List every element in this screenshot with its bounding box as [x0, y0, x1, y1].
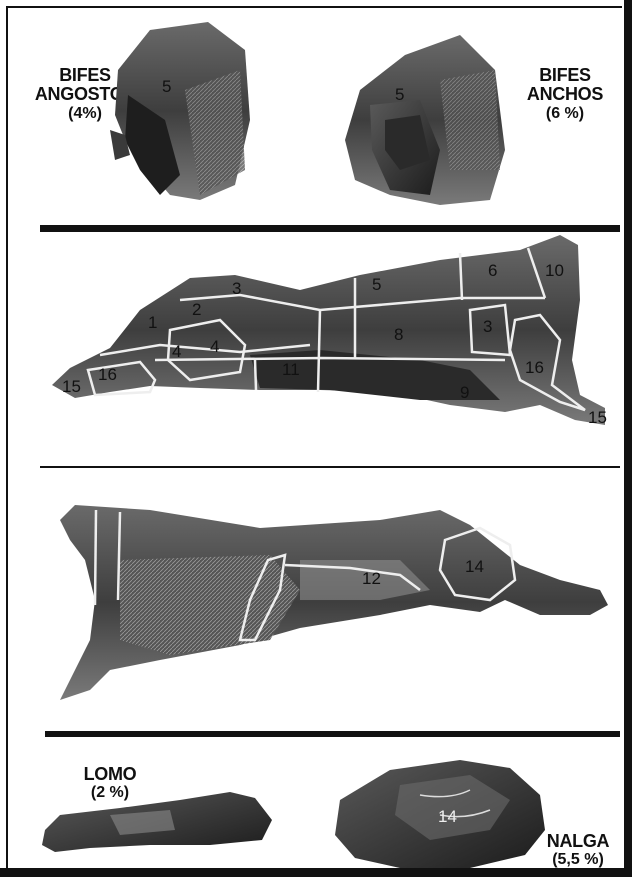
lomo-image	[42, 792, 272, 852]
bifes-angostos-image	[110, 22, 250, 200]
cut-number-nalga: 14	[438, 807, 457, 826]
carcass-side-image	[52, 235, 605, 425]
cut-number-side-9: 8	[394, 325, 403, 344]
cut-number-side-0: 15	[62, 377, 81, 396]
cut-number-side-12: 9	[460, 383, 469, 402]
cut-number-side-10: 3	[483, 317, 492, 336]
cut-number-side-2: 1	[148, 313, 157, 332]
cut-number-side-5: 3	[232, 279, 241, 298]
cut-number-side-4: 4	[172, 342, 181, 361]
cut-number-side-8: 10	[545, 261, 564, 280]
cut-number-inner-12: 12	[362, 569, 381, 588]
cut-number-side-15: 4	[210, 337, 219, 356]
cut-number-side-1: 16	[98, 365, 117, 384]
cut-number-side-13: 15	[588, 408, 607, 427]
cut-number-side-11: 16	[525, 358, 544, 377]
cut-number-bifes-angostos: 5	[162, 77, 171, 96]
cut-number-side-7: 6	[488, 261, 497, 280]
cut-number-side-14: 11	[282, 360, 300, 379]
cut-number-side-6: 5	[372, 275, 381, 294]
carcass-inner-image	[60, 505, 608, 700]
cut-number-bifes-anchos: 5	[395, 85, 404, 104]
bifes-anchos-image	[345, 35, 505, 205]
cut-number-side-3: 2	[192, 300, 201, 319]
cut-number-inner-14: 14	[465, 557, 484, 576]
